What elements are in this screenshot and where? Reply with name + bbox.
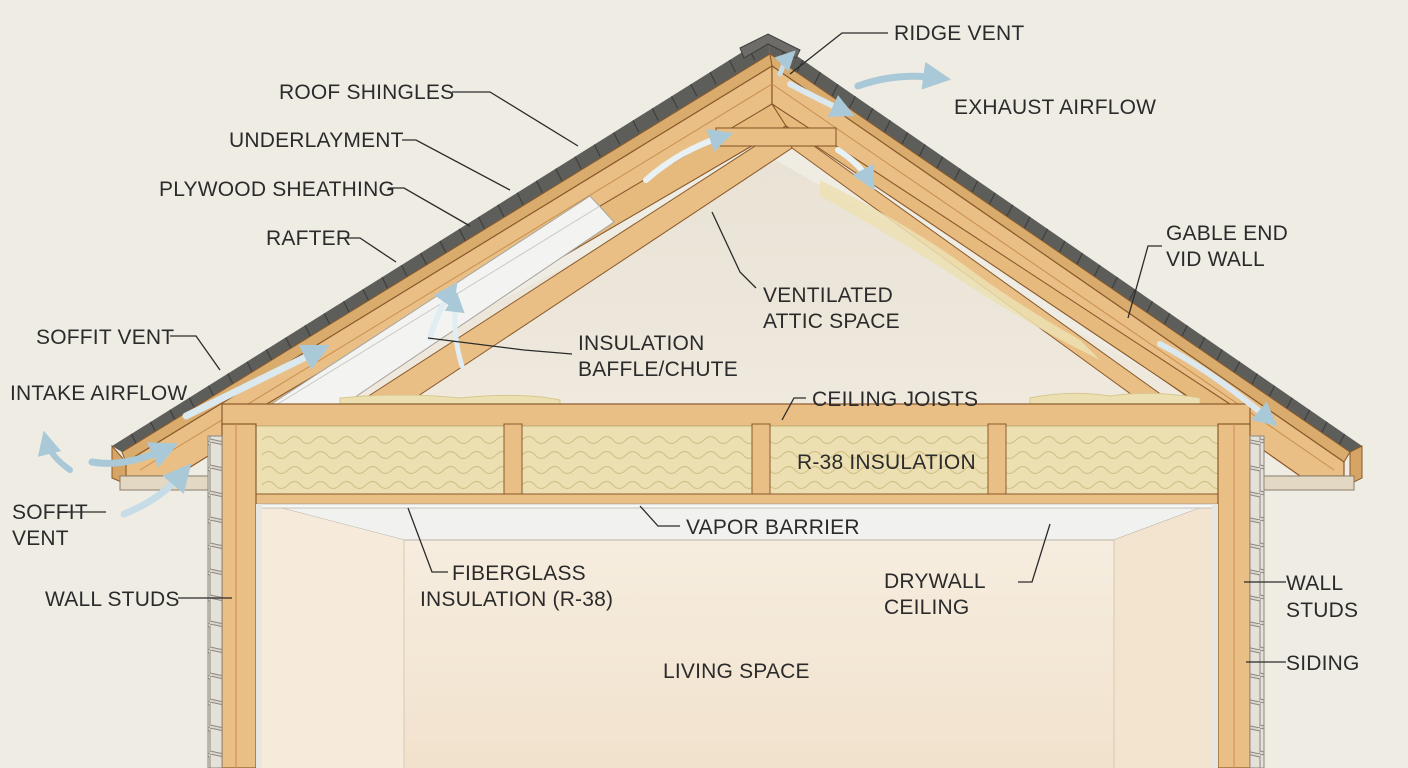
joist-block-3 [987,423,1007,497]
label-siding: SIDING [1286,652,1360,675]
label-fiberglass-line2: INSULATION (R-38) [420,588,613,611]
attic-space-area [300,158,1210,406]
label-vapor-barrier: VAPOR BARRIER [686,516,860,539]
label-fiberglass-line1: FIBERGLASS [452,562,586,585]
left-room-wall [258,502,404,768]
joist-block-2 [751,423,771,497]
joist-block-1 [503,423,523,497]
right-soffit-board [1249,475,1355,491]
label-exhaust-airflow: EXHAUST AIRFLOW [954,96,1156,119]
label-rafter: RAFTER [266,227,351,250]
label-living-space: LIVING SPACE [663,660,810,683]
label-gable-end-line2: VID WALL [1166,248,1265,271]
living-space-area [258,502,1216,768]
label-soffit-vent-line1: SOFFIT [12,501,88,524]
label-plywood-sheathing: PLYWOOD SHEATHING [159,178,395,201]
vapor-barrier [239,493,1235,505]
label-r38-insulation: R-38 INSULATION [797,451,976,474]
attic-slope-insulation [820,180,1100,360]
ceiling-joist-plate [221,403,1251,427]
label-baffle-line1: INSULATION [578,332,704,355]
ceiling-insulation-layer [253,425,1221,495]
collar-tie [715,127,837,147]
label-gable-end-line1: GABLE END [1166,222,1288,245]
leader-lines [58,32,1286,663]
label-soffit-vent-line2: VENT [12,527,69,550]
label-drywall-line2: CEILING [884,596,969,619]
siding-right [1249,435,1265,768]
right-room-wall [1114,502,1216,768]
label-wall-studs-left: WALL STUDS [45,588,180,611]
label-roof-shingles: ROOF SHINGLES [279,81,454,104]
label-ceiling-joists: CEILING JOISTS [812,388,978,411]
label-drywall-line1: DRYWALL [884,570,986,593]
label-baffle-line2: BAFFLE/CHUTE [578,358,738,381]
label-wall-studs-right-line2: STUDS [1286,599,1358,622]
label-wall-studs-right-line1: WALL [1286,572,1343,595]
label-ridge-vent: RIDGE VENT [894,22,1024,45]
label-ventilated-line2: ATTIC SPACE [763,310,900,333]
label-underlayment: UNDERLAYMENT [229,129,404,152]
airflow-arrow-icon [37,50,1278,518]
label-intake-airflow: INTAKE AIRFLOW [10,382,187,405]
label-soffit-vent-top: SOFFIT VENT [36,326,174,349]
wall-stud-left [221,423,257,768]
roof-shingles-right [768,36,1362,452]
label-ventilated-line1: VENTILATED [763,284,893,307]
siding-left [207,435,223,768]
